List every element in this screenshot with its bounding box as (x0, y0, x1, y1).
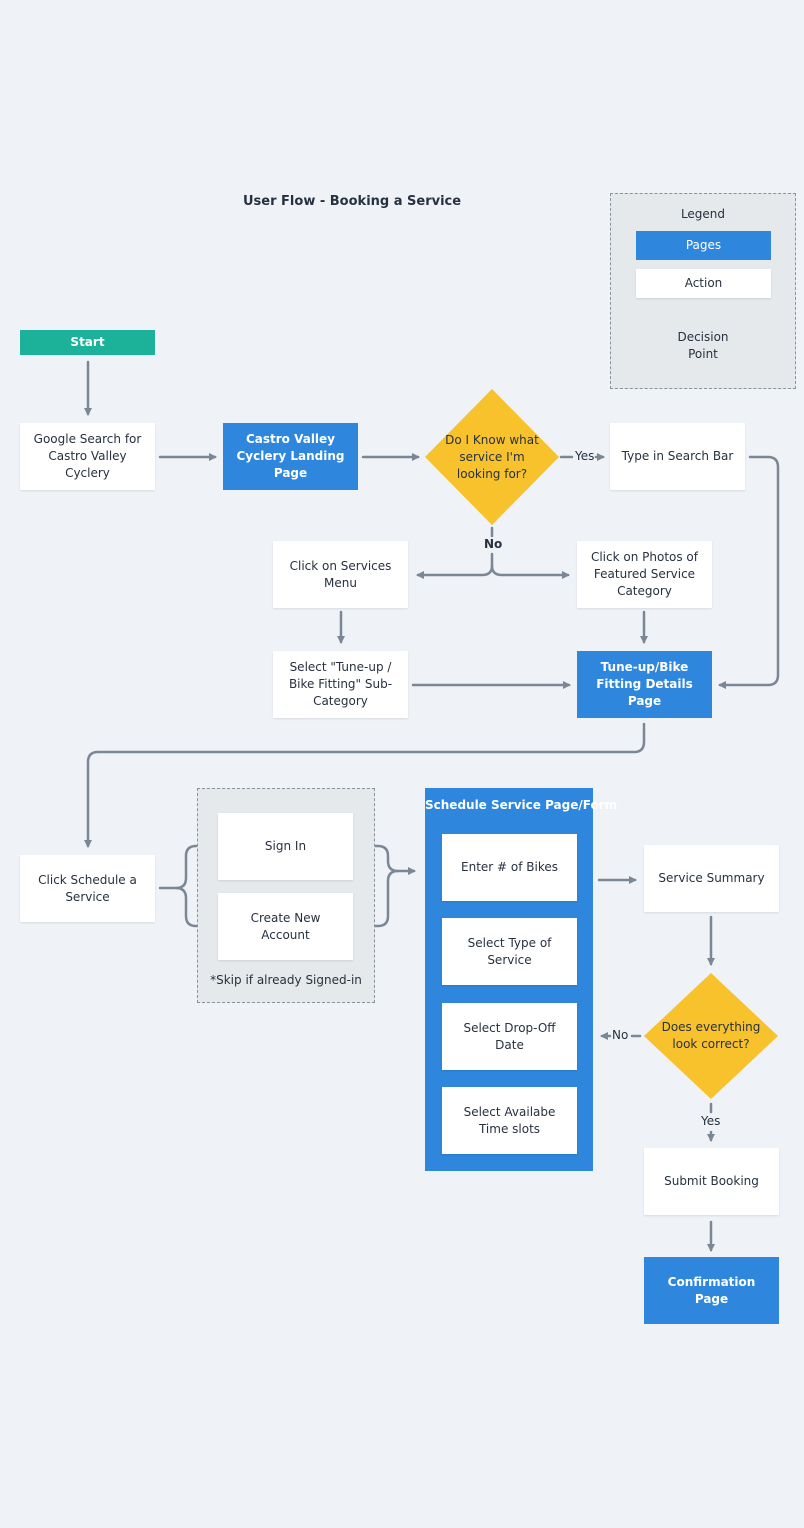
photos-category-node: Click on Photos of Featured Service Cate… (577, 541, 712, 608)
legend-action: Action (636, 269, 771, 298)
submit-booking-node: Submit Booking (644, 1148, 779, 1215)
select-type-node: Select Type of Service (442, 918, 577, 985)
confirmation-page-node: Confirmation Page (644, 1257, 779, 1324)
edge-create-merge (357, 869, 400, 928)
diagram-title: User Flow - Booking a Service (243, 194, 462, 209)
sign-in-node: Sign In (218, 813, 353, 880)
edge-no-to-photos (490, 564, 570, 579)
select-date-node: Select Drop-Off Date (442, 1003, 577, 1070)
edge-search-to-details (718, 455, 780, 689)
enter-bikes-node: Enter # of Bikes (442, 834, 577, 901)
decision-correct-label: Does everything look correct? (661, 1020, 761, 1051)
decision-know-diamond (425, 389, 559, 525)
type-search-node: Type in Search Bar (610, 423, 745, 490)
google-search-node: Google Search for Castro Valley Cyclery (20, 423, 155, 490)
legend-pages: Pages (636, 231, 771, 260)
skip-note: *Skip if already Signed-in (210, 973, 362, 987)
edge-details-to-schedule (84, 722, 646, 848)
schedule-form-title: Schedule Service Page/Form (425, 798, 618, 812)
details-page-node: Tune-up/Bike Fitting Details Page (577, 651, 712, 718)
edge-schedule-split-2 (174, 886, 211, 930)
legend-decision-label: Decision Point (677, 330, 729, 361)
edge-label-no-1: No (484, 537, 503, 551)
start-node: Start (20, 330, 155, 355)
edge-label-no-2: No (612, 1028, 629, 1042)
click-schedule-node: Click Schedule a Service (20, 855, 155, 922)
decision-know-label: Do I Know what service I'm looking for? (445, 432, 539, 481)
services-menu-node: Click on Services Menu (273, 541, 408, 608)
edge-label-yes-2: Yes (701, 1114, 721, 1128)
decision-correct-diamond (644, 973, 778, 1099)
landing-page-node: Castro Valley Cyclery Landing Page (223, 423, 358, 490)
select-time-node: Select Availabe Time slots (442, 1087, 577, 1154)
create-account-node: Create New Account (218, 893, 353, 960)
edge-label-yes-1: Yes (575, 449, 595, 463)
service-summary-node: Service Summary (644, 845, 779, 912)
legend-heading: Legend (680, 207, 726, 221)
select-subcategory-node: Select "Tune-up / Bike Fitting" Sub-Cate… (273, 651, 408, 718)
edge-no-to-menu (416, 552, 494, 579)
